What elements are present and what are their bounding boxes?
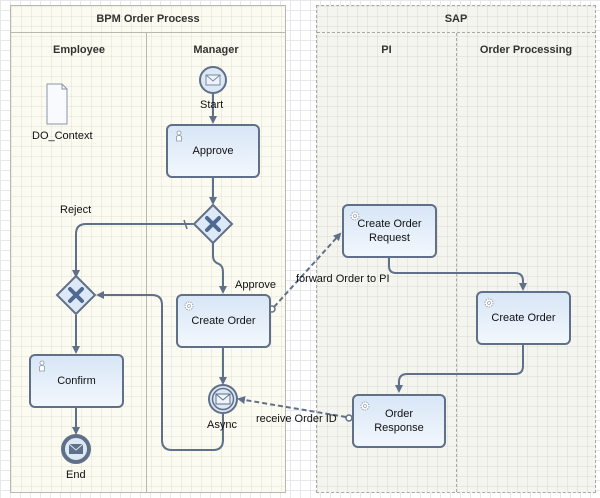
lane-title-employee: Employee — [53, 44, 105, 56]
task-order-response[interactable]: Order Response — [352, 394, 446, 448]
default-flow-marker — [183, 219, 188, 230]
start-event-label: Start — [200, 99, 224, 111]
task-approve[interactable]: Approve — [166, 124, 260, 178]
task-confirm[interactable]: Confirm — [29, 354, 124, 408]
end-event[interactable] — [61, 434, 91, 464]
gear-icon — [360, 401, 370, 411]
flow-decision-create-order[interactable] — [212, 242, 227, 294]
end-event-label: End — [66, 469, 86, 481]
lane-title-manager: Manager — [193, 44, 239, 56]
gear-icon — [350, 211, 360, 221]
task-label: Order Response — [374, 408, 424, 434]
task-label: Create Order Request — [357, 218, 422, 244]
flow-label-reject: Reject — [60, 204, 92, 216]
pool-title: BPM Order Process — [11, 6, 285, 33]
document-icon — [46, 83, 68, 125]
gear-icon — [184, 301, 194, 311]
pool-title: SAP — [317, 6, 595, 33]
task-label: Confirm — [57, 375, 96, 387]
task-label: Create Order — [191, 315, 256, 327]
task-create-order-request[interactable]: Create Order Request — [342, 204, 437, 258]
flow-async-merge[interactable] — [96, 291, 224, 451]
task-sap-create-order[interactable]: Create Order — [476, 291, 571, 345]
person-icon — [176, 130, 182, 142]
task-label: Approve — [192, 145, 234, 157]
flow-sap-create-response[interactable] — [395, 345, 524, 393]
start-event[interactable] — [199, 66, 227, 94]
async-event[interactable] — [208, 384, 238, 414]
x-icon — [205, 216, 221, 232]
message-flow-receive[interactable] — [237, 396, 347, 418]
data-object-label: DO_Context — [32, 130, 93, 142]
task-label: Create Order — [491, 312, 556, 324]
lane-divider — [456, 33, 457, 492]
merge-gateway[interactable] — [55, 274, 97, 316]
task-create-order[interactable]: Create Order — [176, 294, 271, 348]
message-flow-forward[interactable] — [273, 232, 342, 308]
lane-title-pi: PI — [381, 44, 392, 56]
flow-decision-merge-reject[interactable] — [72, 223, 193, 278]
flow-request-sap-create[interactable] — [388, 258, 527, 291]
person-icon — [39, 360, 45, 372]
flow-label-forward: forward Order to PI — [296, 273, 390, 285]
x-icon — [68, 287, 84, 303]
decision-gateway[interactable] — [192, 203, 234, 245]
gear-icon — [484, 298, 494, 308]
envelope-icon — [68, 443, 84, 454]
flow-label-receive: receive Order ID — [256, 413, 337, 425]
lane-title-order-processing: Order Processing — [479, 44, 573, 56]
lane-divider — [146, 33, 147, 492]
async-event-label: Async — [207, 419, 237, 431]
envelope-icon — [215, 393, 231, 405]
flow-label-approve: Approve — [235, 279, 276, 291]
data-object-do-context[interactable] — [46, 83, 68, 125]
envelope-icon — [205, 74, 221, 86]
